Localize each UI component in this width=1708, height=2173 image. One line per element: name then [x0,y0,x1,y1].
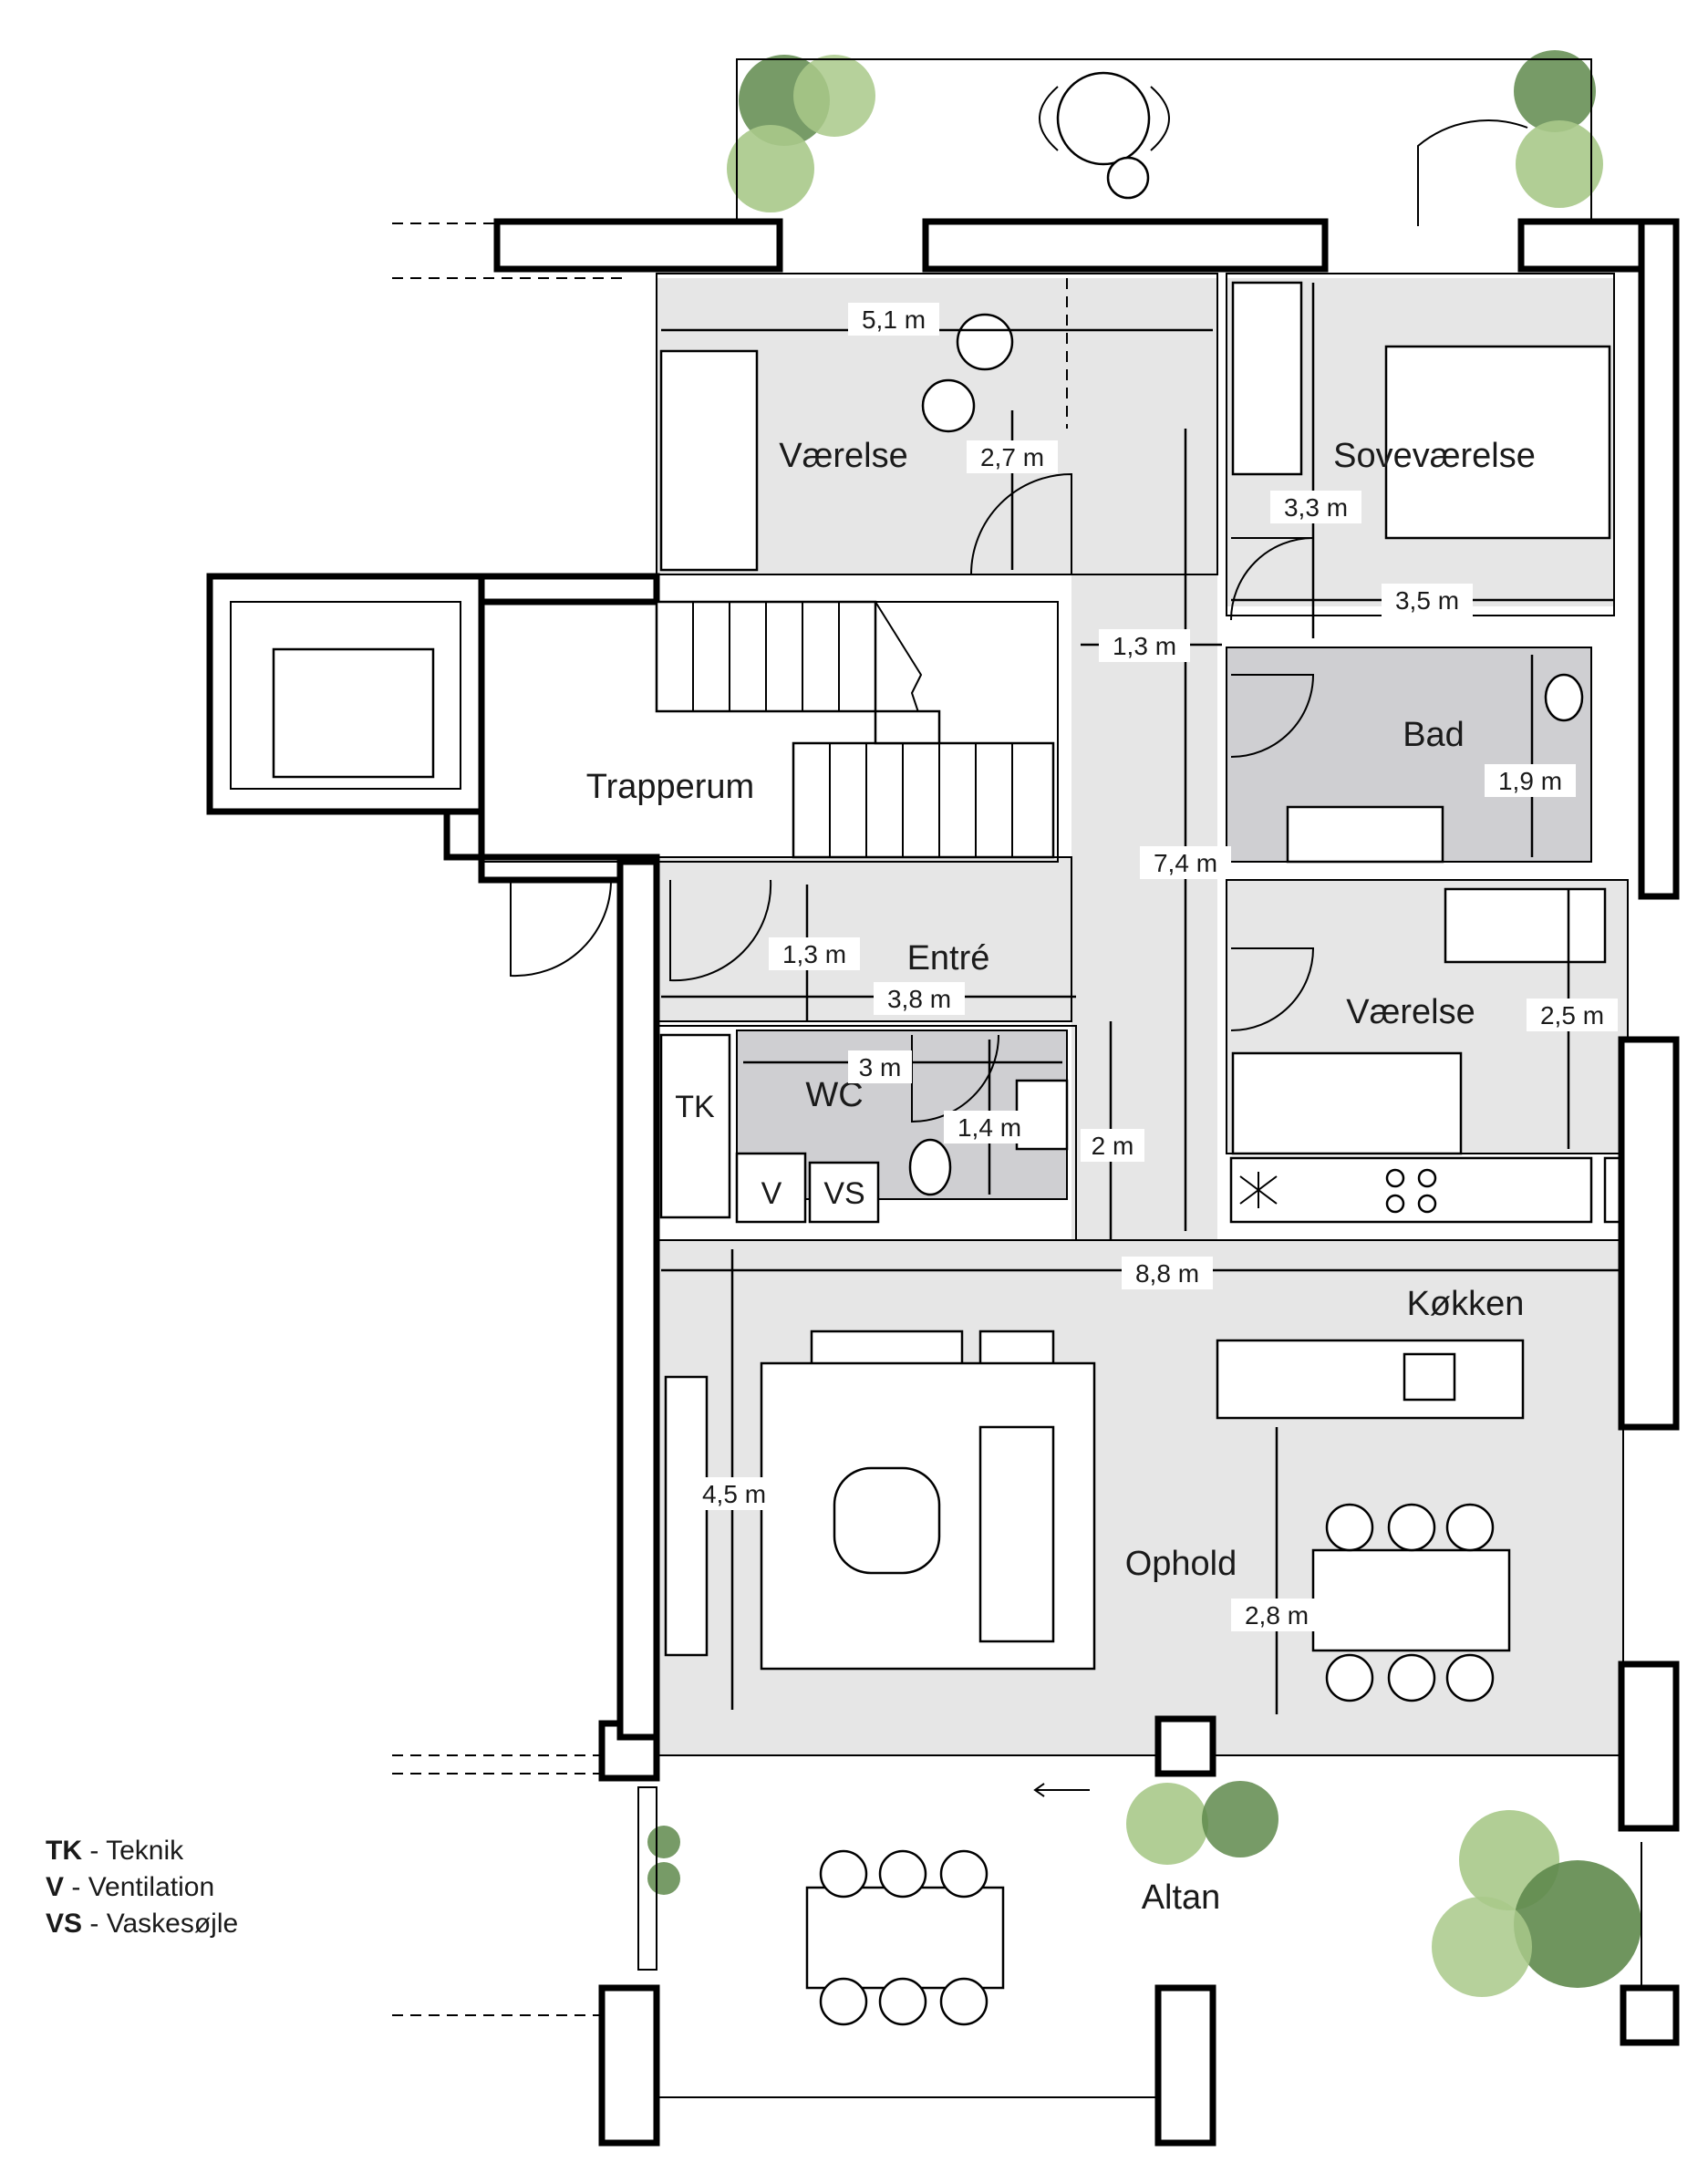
room-label-bad: Bad [1403,716,1465,754]
legend-row: TK - Teknik [46,1833,238,1869]
bed-sovevaerelse [1384,345,1611,540]
room-label-sovevaerelse: Soveværelse [1333,437,1536,475]
legend-text: Teknik [106,1836,184,1866]
fixture-label-v: V [761,1176,782,1211]
dim-vaerelse-top-width: 5,1 m [862,305,926,334]
dim-living-depth: 4,5 m [702,1480,766,1508]
legend-sep: - [82,1909,107,1939]
legend-abbr: VS [46,1909,83,1939]
room-label-ophold: Ophold [1125,1545,1237,1583]
legend-text: Ventilation [88,1872,215,1902]
dim-wc-depth: 1,4 m [958,1113,1021,1142]
doors [510,472,1315,1123]
dim-kitchen-depth: 2,8 m [1245,1601,1309,1630]
legend-sep: - [64,1872,88,1902]
dim-living-width: 8,8 m [1135,1259,1199,1288]
room-label-entre: Entré [907,939,990,978]
room-label-vaerelse-top: Værelse [779,437,908,475]
dim-sovevaerelse-depth: 3,3 m [1284,493,1348,522]
dim-hall-width: 1,3 m [1113,632,1176,660]
dim-wc-total-depth: 2 m [1092,1132,1134,1160]
dim-vaerelse-mid-depth: 2,5 m [1540,1001,1604,1030]
dim-entre-depth: 1,3 m [782,940,846,968]
legend-abbr: TK [46,1836,82,1866]
dashed-lines [392,222,1623,2016]
room-label-altan: Altan [1142,1878,1221,1917]
legend: TK - Teknik V - Ventilation VS - Vaskesø… [46,1833,238,1942]
legend-text: Vaskesøjle [106,1909,239,1939]
room-label-vaerelse-mid: Værelse [1346,993,1475,1031]
dim-vaerelse-top-depth: 2,7 m [980,443,1044,471]
furniture [659,281,1611,2026]
top-terrace [736,58,1592,226]
bed-vaerelse-mid [1231,1051,1463,1155]
trees [647,50,1641,1997]
dim-wc-width: 3 m [859,1053,902,1081]
fixture-label-tk: TK [675,1090,715,1124]
fixture-label-vs: VS [823,1176,864,1211]
dimension-labels: 5,1 m 2,7 m 3,3 m 3,5 m 1,3 m 1,9 m 7,4 … [688,303,1618,1631]
walls [206,218,1680,2147]
legend-row: V - Ventilation [46,1869,238,1906]
room-label-trapperum: Trapperum [586,768,754,806]
legend-row: VS - Vaskesøjle [46,1906,238,1942]
room-label-kokken: Køkken [1407,1285,1525,1323]
stairs [655,600,1055,859]
legend-abbr: V [46,1872,65,1902]
dim-sovevaerelse-width: 3,5 m [1395,586,1459,615]
bed-vaerelse [659,349,759,572]
legend-sep: - [82,1836,107,1866]
dim-bad-depth: 1,9 m [1498,767,1562,795]
dim-entre-width: 3,8 m [887,985,951,1013]
dim-hall-length: 7,4 m [1154,849,1217,877]
